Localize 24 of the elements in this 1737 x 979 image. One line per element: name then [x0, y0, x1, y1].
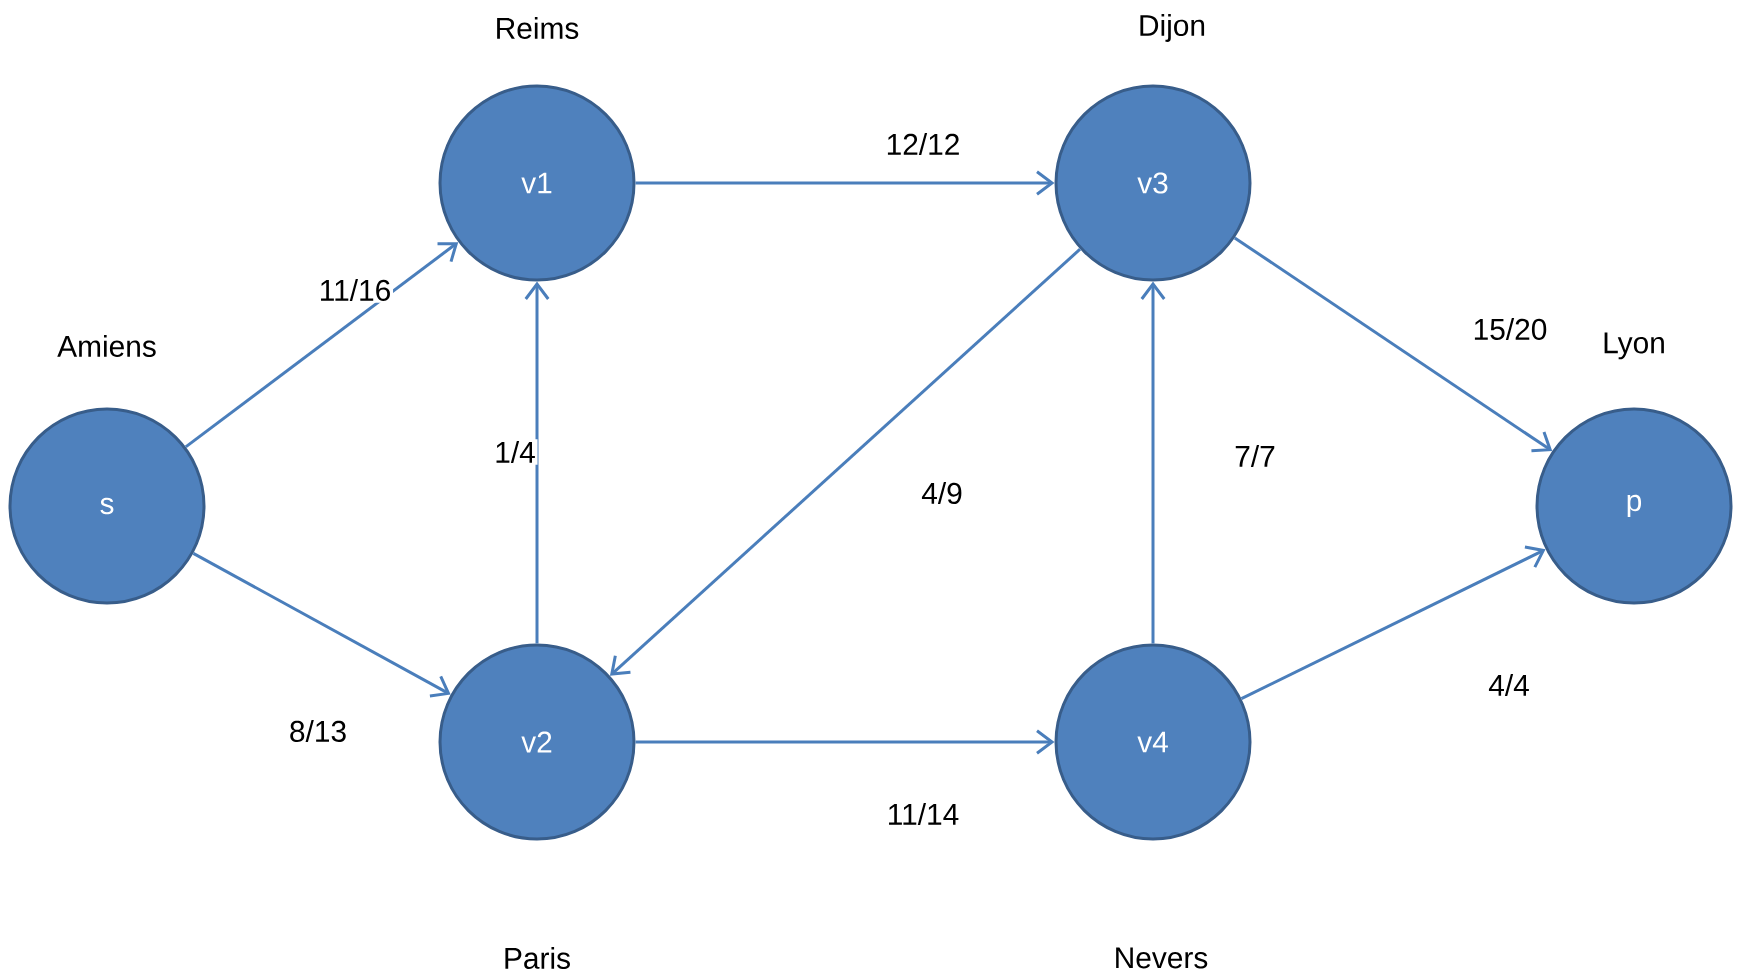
arrow	[184, 242, 459, 449]
city-label: Nevers	[1116, 947, 1208, 969]
city-label: Amiens	[57, 335, 156, 357]
arrow	[635, 729, 1055, 755]
city-label: Paris	[505, 947, 570, 969]
city-label: Lyon	[1604, 332, 1664, 360]
city-label: Reims	[497, 17, 579, 39]
arrow	[1233, 236, 1553, 453]
edge-label: 12/12	[883, 131, 963, 157]
arrow	[635, 170, 1055, 196]
arrow	[1140, 281, 1166, 644]
edge-label: 4/9	[919, 480, 965, 506]
arrow	[192, 552, 451, 698]
edge-label: 1/4	[492, 439, 538, 465]
edge-label: 7/7	[1232, 443, 1278, 469]
arrow	[1240, 545, 1546, 700]
edge-label: 15/20	[1470, 316, 1550, 342]
edge-label: 11/14	[885, 801, 962, 827]
arrow	[524, 281, 550, 644]
city-label: Dijon	[1140, 14, 1205, 42]
edge-label: 4/4	[1486, 672, 1532, 698]
arrow	[609, 248, 1082, 676]
edge-label: 8/13	[287, 718, 349, 744]
edge-label: 11/16	[317, 277, 394, 303]
